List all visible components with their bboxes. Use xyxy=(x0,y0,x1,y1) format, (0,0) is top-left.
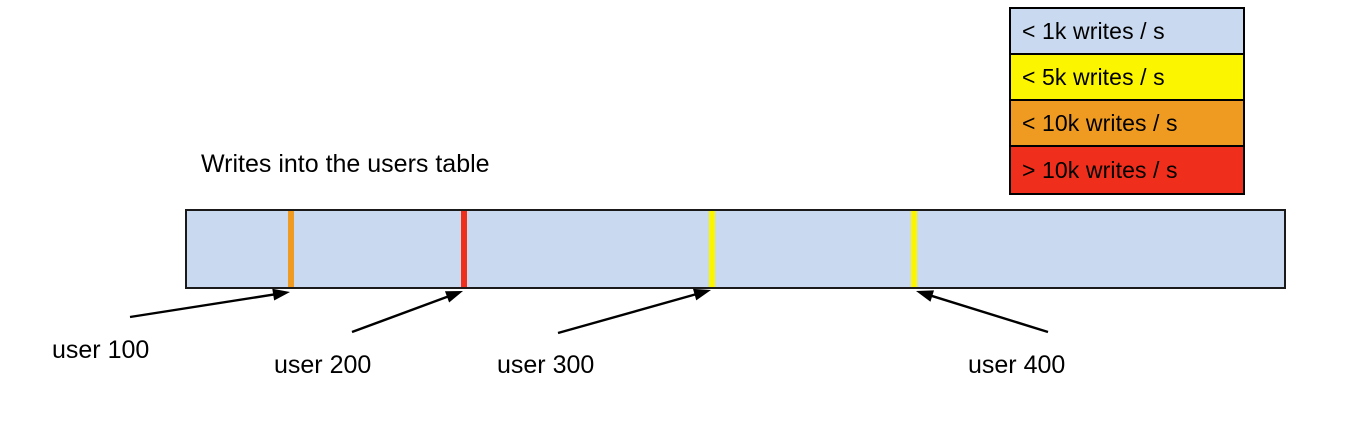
arrow-head-3 xyxy=(916,290,935,302)
legend-item-1: < 5k writes / s xyxy=(1011,55,1243,101)
user-label-2: user 300 xyxy=(497,351,595,379)
legend-item-3: > 10k writes / s xyxy=(1011,147,1243,193)
legend-item-label: > 10k writes / s xyxy=(1022,156,1178,183)
user-label-0: user 100 xyxy=(52,336,150,364)
bar-title: Writes into the users table xyxy=(201,150,490,178)
stripe-user-200 xyxy=(461,211,467,287)
users-table-bar xyxy=(185,209,1286,289)
legend-item-0: < 1k writes / s xyxy=(1011,9,1243,55)
user-label-3: user 400 xyxy=(968,351,1066,379)
legend-item-2: < 10k writes / s xyxy=(1011,101,1243,147)
stripe-user-300 xyxy=(709,211,715,287)
legend-item-label: < 5k writes / s xyxy=(1022,63,1165,90)
arrow-shaft-2 xyxy=(557,292,700,335)
user-label-1: user 200 xyxy=(274,351,372,379)
stripe-user-100 xyxy=(288,211,294,287)
legend: < 1k writes / s < 5k writes / s < 10k writ… xyxy=(1009,7,1245,195)
stripe-user-400 xyxy=(911,211,917,287)
arrow-head-2 xyxy=(693,288,711,301)
arrow-head-0 xyxy=(272,288,290,301)
arrow-shaft-1 xyxy=(351,294,453,334)
legend-item-label: < 1k writes / s xyxy=(1022,17,1165,44)
arrow-shaft-3 xyxy=(927,293,1049,334)
legend-item-label: < 10k writes / s xyxy=(1022,109,1178,136)
arrow-head-1 xyxy=(444,291,463,303)
arrow-shaft-0 xyxy=(129,292,279,319)
